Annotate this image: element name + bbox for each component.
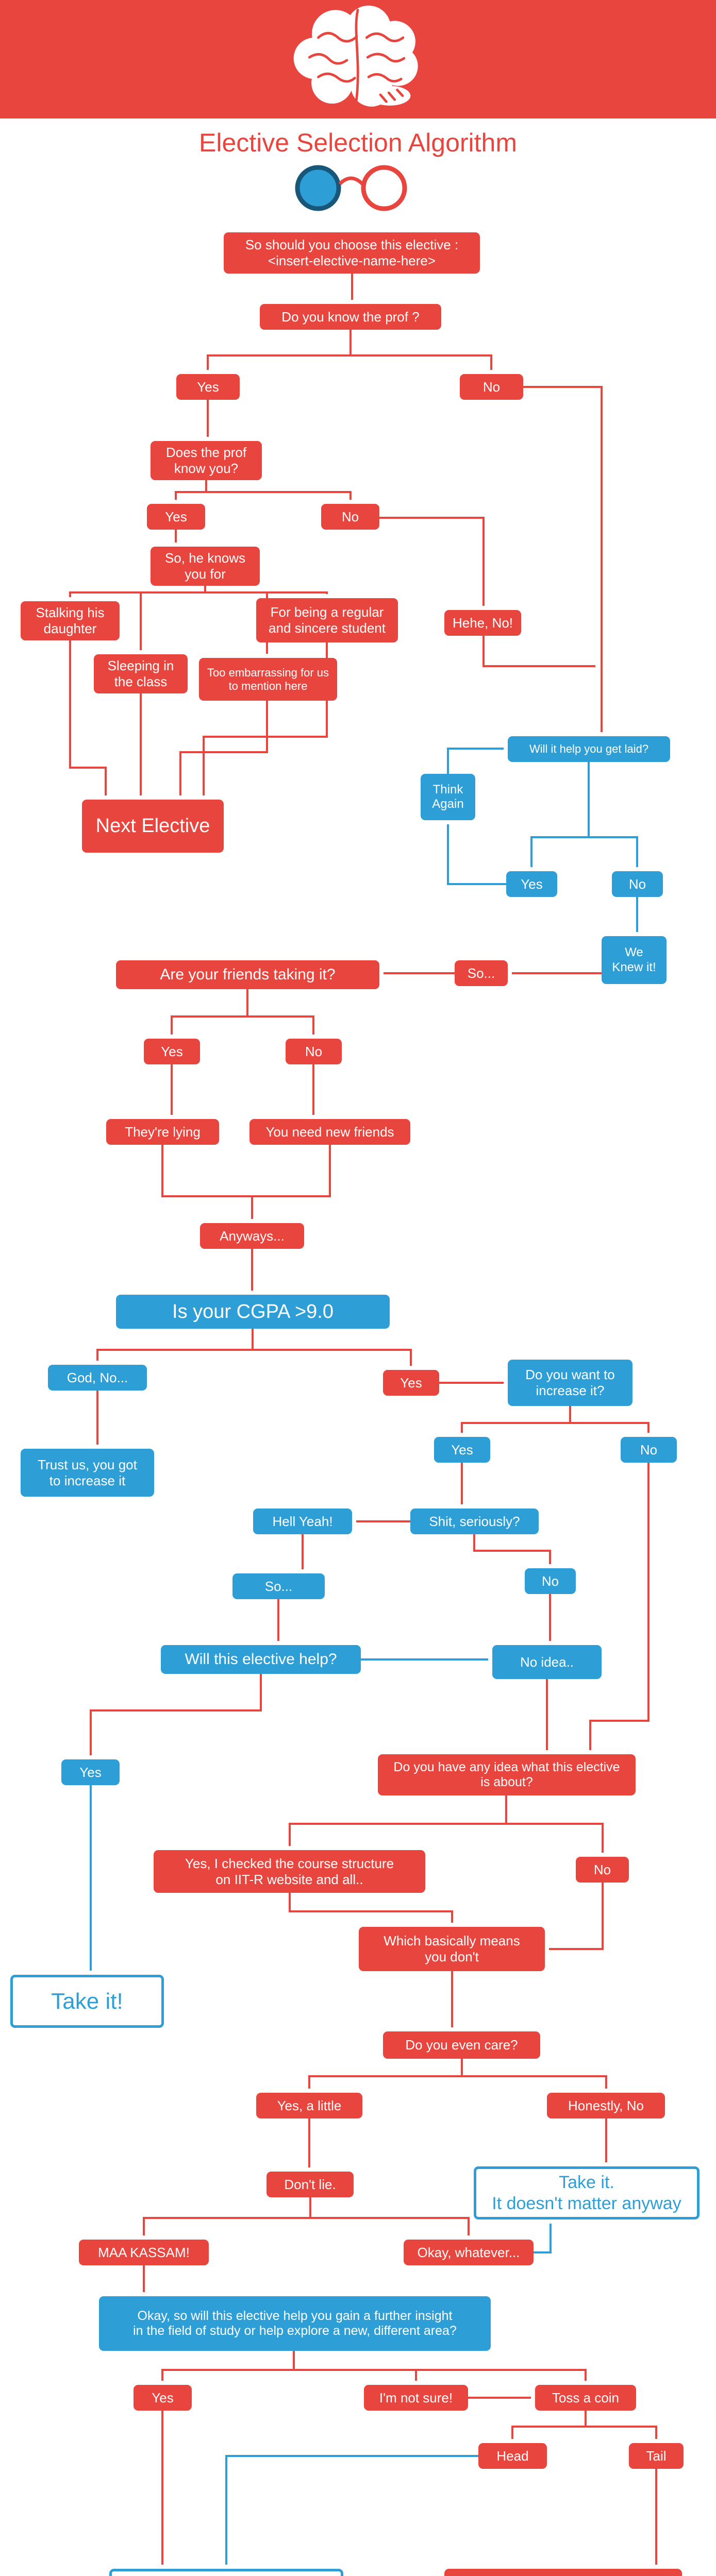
node-cgpa: Is your CGPA >9.0: [116, 1295, 390, 1329]
node-regular-student: For being a regular and sincere student: [256, 598, 398, 642]
node-take-it-2: Take it!: [109, 2569, 343, 2576]
node-increase-no: No: [621, 1437, 677, 1463]
node-theyre-lying: They're lying: [106, 1119, 219, 1145]
node-next-elective-1: Next Elective: [82, 800, 224, 853]
node-get-laid: Will it help you get laid?: [508, 736, 670, 762]
node-checked-structure: Yes, I checked the course structure on I…: [154, 1850, 425, 1893]
node-friends-no: No: [286, 1039, 342, 1064]
node-hehe-no: Hehe, No!: [444, 610, 521, 636]
node-head: Head: [478, 2443, 547, 2469]
node-need-new-friends: You need new friends: [249, 1119, 410, 1145]
node-prof-know-you-yes: Yes: [147, 504, 205, 530]
node-so-1: So...: [455, 960, 508, 986]
node-know-prof-yes: Yes: [176, 374, 240, 400]
node-sleeping-class: Sleeping in the class: [94, 654, 188, 693]
page-title: Elective Selection Algorithm: [199, 128, 517, 157]
node-intro: So should you choose this elective : <in…: [224, 232, 480, 274]
node-help-yes: Yes: [61, 1759, 120, 1785]
node-increase-yes: Yes: [434, 1437, 490, 1463]
node-no-idea: No idea..: [492, 1645, 602, 1679]
node-hell-yeah: Hell Yeah!: [253, 1509, 352, 1534]
node-know-prof: Do you know the prof ?: [260, 304, 441, 330]
node-take-it-matter: Take it. It doesn't matter anyway: [474, 2166, 700, 2219]
node-idea-no: No: [576, 1857, 629, 1883]
node-even-care: Do you even care?: [383, 2031, 540, 2059]
node-we-knew-it: We Knew it!: [602, 936, 667, 984]
node-insight-yes: Yes: [134, 2385, 192, 2411]
node-tail: Tail: [629, 2443, 684, 2469]
node-too-embarrassing: Too embarrassing for us to mention here: [199, 658, 337, 701]
node-cgpa-yes: Yes: [383, 1370, 439, 1396]
node-seriously-no: No: [525, 1568, 576, 1594]
node-friends-taking: Are your friends taking it?: [116, 960, 379, 989]
node-anyways: Anyways...: [200, 1223, 304, 1249]
node-yes-a-little: Yes, a little: [256, 2093, 362, 2119]
node-know-prof-no: No: [460, 374, 523, 400]
brain-icon: [293, 5, 418, 107]
node-next-elective-2: Next Elective: [444, 2569, 682, 2576]
node-knows-you-for: So, he knows you for: [151, 547, 260, 586]
node-insight: Okay, so will this elective help you gai…: [99, 2296, 491, 2351]
glasses-icon: [295, 165, 407, 211]
node-trust-us: Trust us, you got to increase it: [21, 1449, 154, 1497]
node-basically-dont: Which basically means you don't: [359, 1927, 545, 1971]
node-maa-kassam: MAA KASSAM!: [79, 2240, 209, 2265]
node-take-it-1: Take it!: [10, 1975, 164, 2028]
node-elective-help: Will this elective help?: [161, 1645, 361, 1674]
node-get-laid-yes: Yes: [506, 871, 557, 897]
node-toss-coin: Toss a coin: [535, 2385, 636, 2411]
node-shit-seriously: Shit, seriously?: [410, 1509, 539, 1534]
node-prof-know-you: Does the prof know you?: [151, 441, 262, 480]
node-increase-it: Do you want to increase it?: [508, 1360, 632, 1406]
node-honestly-no: Honestly, No: [547, 2093, 665, 2119]
node-prof-know-you-no: No: [321, 504, 379, 530]
node-so-2: So...: [232, 1573, 325, 1599]
node-friends-yes: Yes: [144, 1039, 200, 1064]
node-dont-lie: Don't lie.: [267, 2172, 354, 2197]
node-stalking-daughter: Stalking his daughter: [21, 601, 120, 640]
node-not-sure: I'm not sure!: [364, 2385, 468, 2411]
node-any-idea: Do you have any idea what this elective …: [378, 1754, 636, 1795]
node-think-again: Think Again: [421, 774, 475, 820]
node-god-no: God, No...: [48, 1365, 147, 1391]
node-okay-whatever: Okay, whatever...: [404, 2240, 534, 2265]
node-get-laid-no: No: [612, 871, 663, 897]
